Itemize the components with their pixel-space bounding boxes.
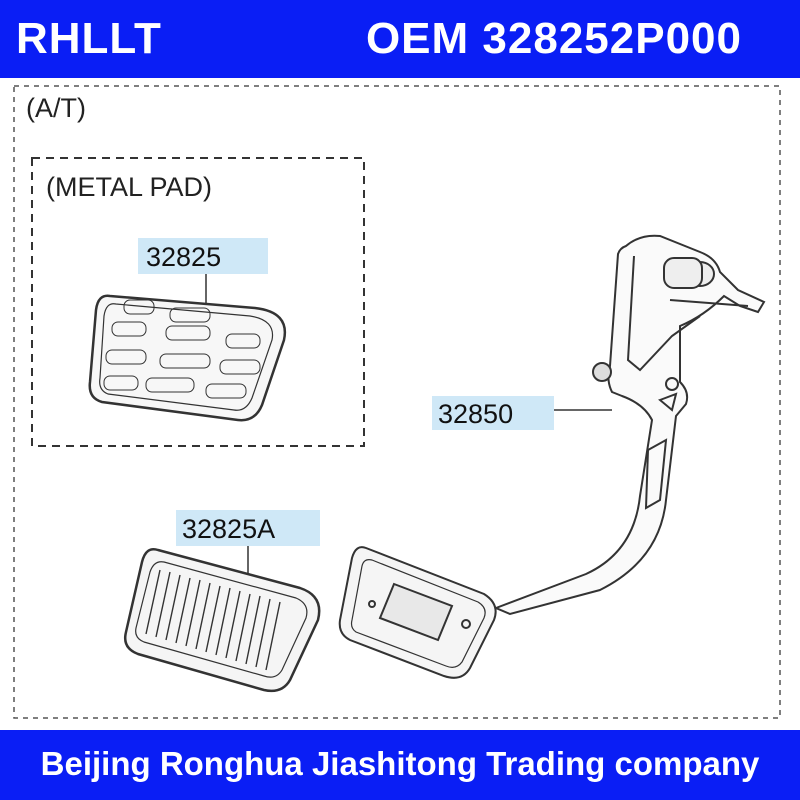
part-number-32825a: 32825A — [182, 514, 275, 544]
part-number-32825: 32825 — [146, 242, 221, 272]
brake-pedal-pad-illustration — [338, 546, 497, 679]
oem-number: OEM 328252P000 — [365, 14, 742, 63]
rubber-pad-illustration — [124, 548, 321, 693]
footer-banner: Beijing Ronghua Jiashitong Trading compa… — [0, 730, 800, 800]
brand-name: RHLLT — [16, 14, 162, 63]
metal-pad-group-box — [31, 157, 365, 447]
part-tag-32850 — [432, 396, 554, 430]
part-tag-32825a — [176, 510, 320, 546]
part-number-32850: 32850 — [438, 399, 513, 429]
company-name: Beijing Ronghua Jiashitong Trading compa… — [40, 745, 760, 782]
metal-pad-illustration — [88, 294, 287, 422]
header-banner: RHLLT OEM 328252P000 — [0, 0, 800, 78]
metal-pad-label: (METAL PAD) — [46, 172, 212, 202]
diagram-frame — [13, 85, 781, 719]
part-tag-32825 — [138, 238, 268, 274]
parts-diagram: (A/T) (METAL PAD) 32825 32850 — [13, 85, 781, 719]
variant-label: (A/T) — [26, 93, 86, 123]
pedal-arm-illustration — [493, 234, 766, 616]
